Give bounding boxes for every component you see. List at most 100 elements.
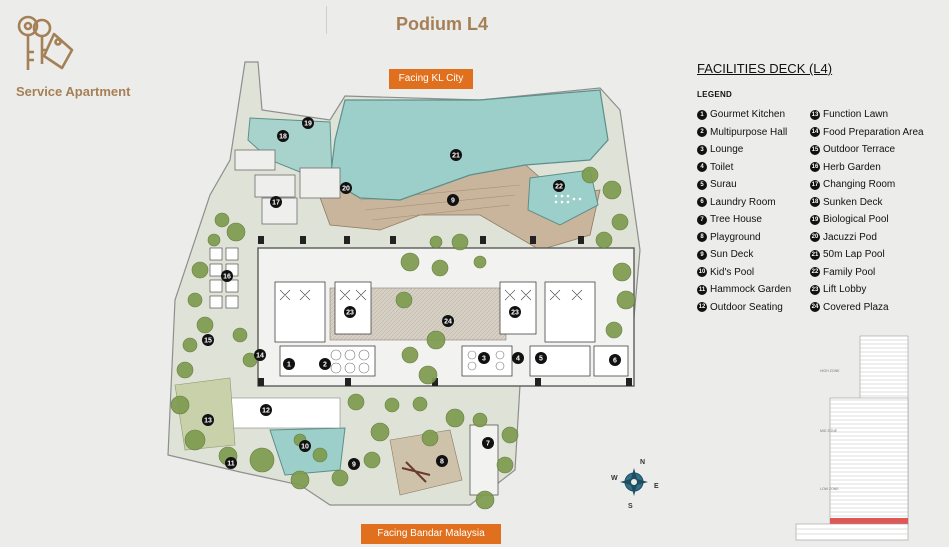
legend-number: 13 [810, 109, 820, 120]
legend-text: Kid's Pool [710, 266, 755, 278]
marker-24: 24 [442, 315, 454, 327]
header-divider [326, 6, 327, 34]
hall-tables [330, 349, 505, 374]
marker-11: 11 [225, 457, 237, 469]
tower-section-diagram: HIGH ZONE MID ZONE LOW ZONE [795, 335, 909, 541]
svg-text:8: 8 [440, 459, 444, 466]
legend-text: Hammock Garden [710, 284, 792, 296]
outdoor-seating-deck [229, 397, 341, 429]
legend-text: Sunken Deck [823, 196, 883, 208]
svg-text:22: 22 [555, 184, 563, 191]
legend-text: Sun Deck [710, 249, 754, 261]
tower-base-lines [796, 528, 908, 535]
marker-15: 15 [202, 334, 214, 346]
brand-name: Service Apartment [16, 84, 131, 99]
marker-3: 3 [478, 352, 490, 364]
marker-23b: 23 [509, 306, 521, 318]
site-plan-map: 1 2 3 4 5 6 7 8 9 9 10 11 12 13 14 15 16… [167, 61, 659, 510]
legend-text: Biological Pool [823, 214, 889, 226]
legend-text: Function Lawn [823, 109, 889, 121]
svg-text:2: 2 [323, 362, 327, 369]
svg-text:17: 17 [272, 200, 280, 207]
svg-text:6: 6 [613, 358, 617, 365]
marker-19: 19 [302, 117, 314, 129]
map-markers: 1 2 3 4 5 6 7 8 9 9 10 11 12 13 14 15 16… [202, 117, 621, 470]
marker-20: 20 [340, 182, 352, 194]
compass-e: E [654, 483, 659, 490]
marker-23a: 23 [344, 306, 356, 318]
legend-number: 21 [810, 249, 820, 260]
legend-number: 6 [697, 197, 707, 208]
tower-floors [829, 335, 909, 527]
legend-text: Herb Garden [823, 161, 881, 173]
svg-text:10: 10 [301, 444, 309, 451]
legend-number: 4 [697, 162, 707, 173]
legend-number: 8 [697, 232, 707, 243]
playground-equipment [401, 461, 431, 483]
marker-8: 8 [436, 455, 448, 467]
svg-text:1: 1 [287, 362, 291, 369]
building-columns [258, 236, 632, 386]
legend-number: 18 [810, 197, 820, 208]
legend-text: Surau [710, 179, 737, 191]
marker-17: 17 [270, 196, 282, 208]
compass-icon: N E S W [611, 459, 659, 510]
tower-zone-high: HIGH ZONE [820, 369, 840, 373]
legend-label: LEGEND [697, 90, 733, 99]
legend-text: Lift Lobby [823, 284, 867, 296]
legend-number: 20 [810, 232, 820, 243]
legend-text: Food Preparation Area [823, 126, 924, 138]
legend-number: 1 [697, 109, 707, 120]
legend-text: Multipurpose Hall [710, 126, 788, 138]
svg-text:19: 19 [304, 121, 312, 128]
svg-text:20: 20 [342, 186, 350, 193]
svg-text:23: 23 [511, 310, 519, 317]
legend-number: 24 [810, 302, 820, 313]
jacuzzi-dots [554, 194, 582, 204]
changing-room-block [234, 149, 341, 225]
marker-12: 12 [260, 404, 272, 416]
marker-2: 2 [319, 358, 331, 370]
tower-l4-highlight [830, 518, 908, 524]
tower-zone-low: LOW ZONE [820, 487, 839, 491]
legend-number: 9 [697, 249, 707, 260]
legend-text: Laundry Room [710, 196, 776, 208]
legend-text: Jacuzzi Pod [823, 231, 877, 243]
marker-1: 1 [283, 358, 295, 370]
marker-21: 21 [450, 149, 462, 161]
podium-core-right2 [544, 281, 596, 343]
marker-13: 13 [202, 414, 214, 426]
svg-text:13: 13 [204, 418, 212, 425]
marker-9a: 9 [447, 194, 459, 206]
legend-number: 14 [810, 127, 820, 138]
svg-text:23: 23 [346, 310, 354, 317]
legend-number: 7 [697, 214, 707, 225]
svg-text:7: 7 [486, 441, 490, 448]
svg-text:18: 18 [279, 134, 287, 141]
legend-text: Changing Room [823, 179, 896, 191]
legend-text: Gourmet Kitchen [710, 109, 786, 121]
svg-text:14: 14 [256, 353, 264, 360]
svg-text:5: 5 [539, 356, 543, 363]
family-pool [527, 169, 599, 226]
legend-number: 19 [810, 214, 820, 225]
marker-10: 10 [299, 440, 311, 452]
legend-text: Lounge [710, 144, 744, 156]
tree-house [469, 424, 499, 496]
svg-text:3: 3 [482, 356, 486, 363]
facing-bandar-malaysia-label: Facing Bandar Malaysia [361, 524, 501, 544]
